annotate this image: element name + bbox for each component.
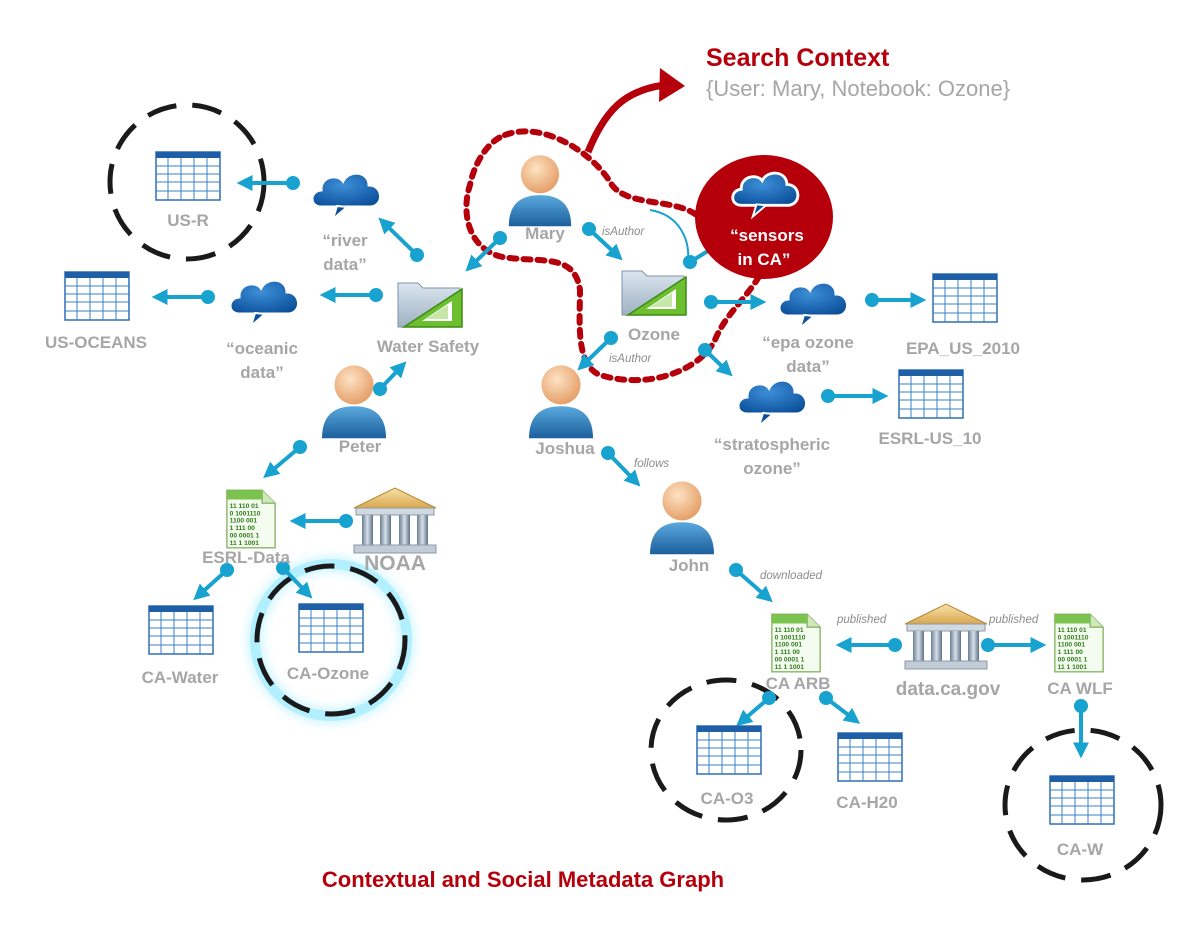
rel-john-arb: downloaded [760, 570, 823, 582]
query-stratospheric-ozone[interactable]: “stratospheric ozone” [714, 378, 830, 478]
table-label: US-R [167, 211, 209, 230]
table-label: EPA_US_2010 [906, 339, 1020, 358]
person-icon [650, 481, 714, 555]
dataset-icon [1054, 613, 1104, 673]
query-label-line2: data” [240, 363, 283, 382]
table-ca-water[interactable]: CA-Water [142, 605, 219, 687]
search-context-arrowhead [659, 68, 685, 102]
person-icon [322, 365, 386, 439]
table-label: US-OCEANS [45, 333, 147, 352]
highlight-circle-ca-o3 [648, 677, 804, 823]
query-sensors-in-ca[interactable]: “sensors in CA” [695, 155, 833, 279]
dataset-icon [771, 613, 821, 673]
query-epa-ozone-data[interactable]: “epa ozone data” [762, 280, 854, 376]
table-label: CA-H20 [836, 793, 897, 812]
table-ca-ozone[interactable]: CA-Ozone [287, 603, 369, 683]
graph-title: Contextual and Social Metadata Graph [322, 867, 724, 892]
table-ca-h20[interactable]: CA-H20 [836, 732, 903, 812]
query-label-line2: ozone” [743, 459, 801, 478]
person-mary[interactable]: Mary [508, 155, 572, 243]
query-label-line1: “river [322, 231, 368, 250]
table-us-oceans[interactable]: US-OCEANS [45, 271, 147, 352]
dataset-label: CA ARB [766, 674, 831, 693]
search-context-value: {User: Mary, Notebook: Ozone} [706, 76, 1010, 101]
person-label: Peter [339, 437, 382, 456]
cloud-icon [736, 378, 809, 428]
table-epa-us-2010[interactable]: EPA_US_2010 [906, 273, 1020, 358]
institution-icon [904, 603, 988, 670]
folder-icon [397, 282, 463, 328]
cloud-icon [310, 171, 383, 221]
query-river-data[interactable]: “river data” [310, 171, 383, 274]
dataset-icon [226, 489, 276, 549]
dataset-esrl-data[interactable]: ESRL-Data [202, 489, 290, 567]
org-noaa[interactable]: NOAA [353, 487, 437, 575]
person-peter[interactable]: Peter [322, 365, 386, 456]
query-label-line1: “sensors [730, 226, 804, 245]
person-icon [508, 155, 572, 227]
person-label: Mary [525, 224, 565, 243]
dataset-ca-wlf[interactable]: CA WLF [1047, 613, 1113, 698]
table-label: ESRL-US_10 [879, 429, 982, 448]
rel-gov-wlf: published [988, 614, 1039, 626]
notebook-ozone[interactable]: Ozone [621, 270, 687, 344]
notebook-label: Water Safety [377, 337, 480, 356]
query-label-line1: “oceanic [226, 339, 298, 358]
rel-joshua-ozone: isAuthor [609, 353, 652, 365]
table-us-r[interactable]: US-R [155, 151, 221, 230]
query-oceanic-data[interactable]: “oceanic data” [226, 278, 301, 382]
org-data-ca-gov[interactable]: data.ca.gov [896, 603, 1001, 700]
folder-icon [621, 270, 687, 316]
search-context-title: Search Context [706, 44, 890, 72]
org-label: NOAA [364, 552, 426, 575]
person-john[interactable]: John [650, 481, 714, 575]
highlight-circle-ca-w [1002, 727, 1164, 883]
person-label: Joshua [535, 439, 595, 458]
sensors-highlight-bubble [695, 155, 833, 279]
table-label: CA-Ozone [287, 664, 369, 683]
table-label: CA-W [1057, 840, 1104, 859]
person-joshua[interactable]: Joshua [529, 365, 595, 458]
table-ca-o3[interactable]: CA-O3 [696, 725, 762, 808]
cloud-icon [777, 280, 850, 330]
query-label-line2: in CA” [738, 250, 791, 269]
table-ca-w[interactable]: CA-W [1049, 775, 1115, 859]
notebook-label: Ozone [628, 325, 680, 344]
cloud-icon [228, 278, 301, 328]
institution-icon [353, 487, 437, 554]
person-label: John [669, 556, 710, 575]
person-icon [529, 365, 593, 439]
dataset-label: ESRL-Data [202, 548, 290, 567]
query-label-line2: data” [786, 357, 829, 376]
search-context-region [463, 128, 765, 384]
highlight-circle-ca-ozone-dashed [254, 563, 408, 717]
rel-mary-ozone: isAuthor [602, 226, 645, 238]
table-label: CA-Water [142, 668, 219, 687]
notebook-water-safety[interactable]: Water Safety [377, 282, 480, 356]
dataset-ca-arb[interactable]: CA ARB [766, 613, 831, 693]
rel-joshua-john: follows [634, 458, 669, 470]
org-label: data.ca.gov [896, 679, 1001, 700]
table-label: CA-O3 [701, 789, 754, 808]
query-label-line2: data” [323, 255, 366, 274]
query-label-line1: “stratospheric [714, 435, 830, 454]
search-context-arrow [584, 81, 666, 154]
table-esrl-us-10[interactable]: ESRL-US_10 [879, 369, 982, 448]
rel-gov-arb: published [836, 614, 887, 626]
query-label-line1: “epa ozone [762, 333, 854, 352]
dataset-label: CA WLF [1047, 679, 1112, 698]
